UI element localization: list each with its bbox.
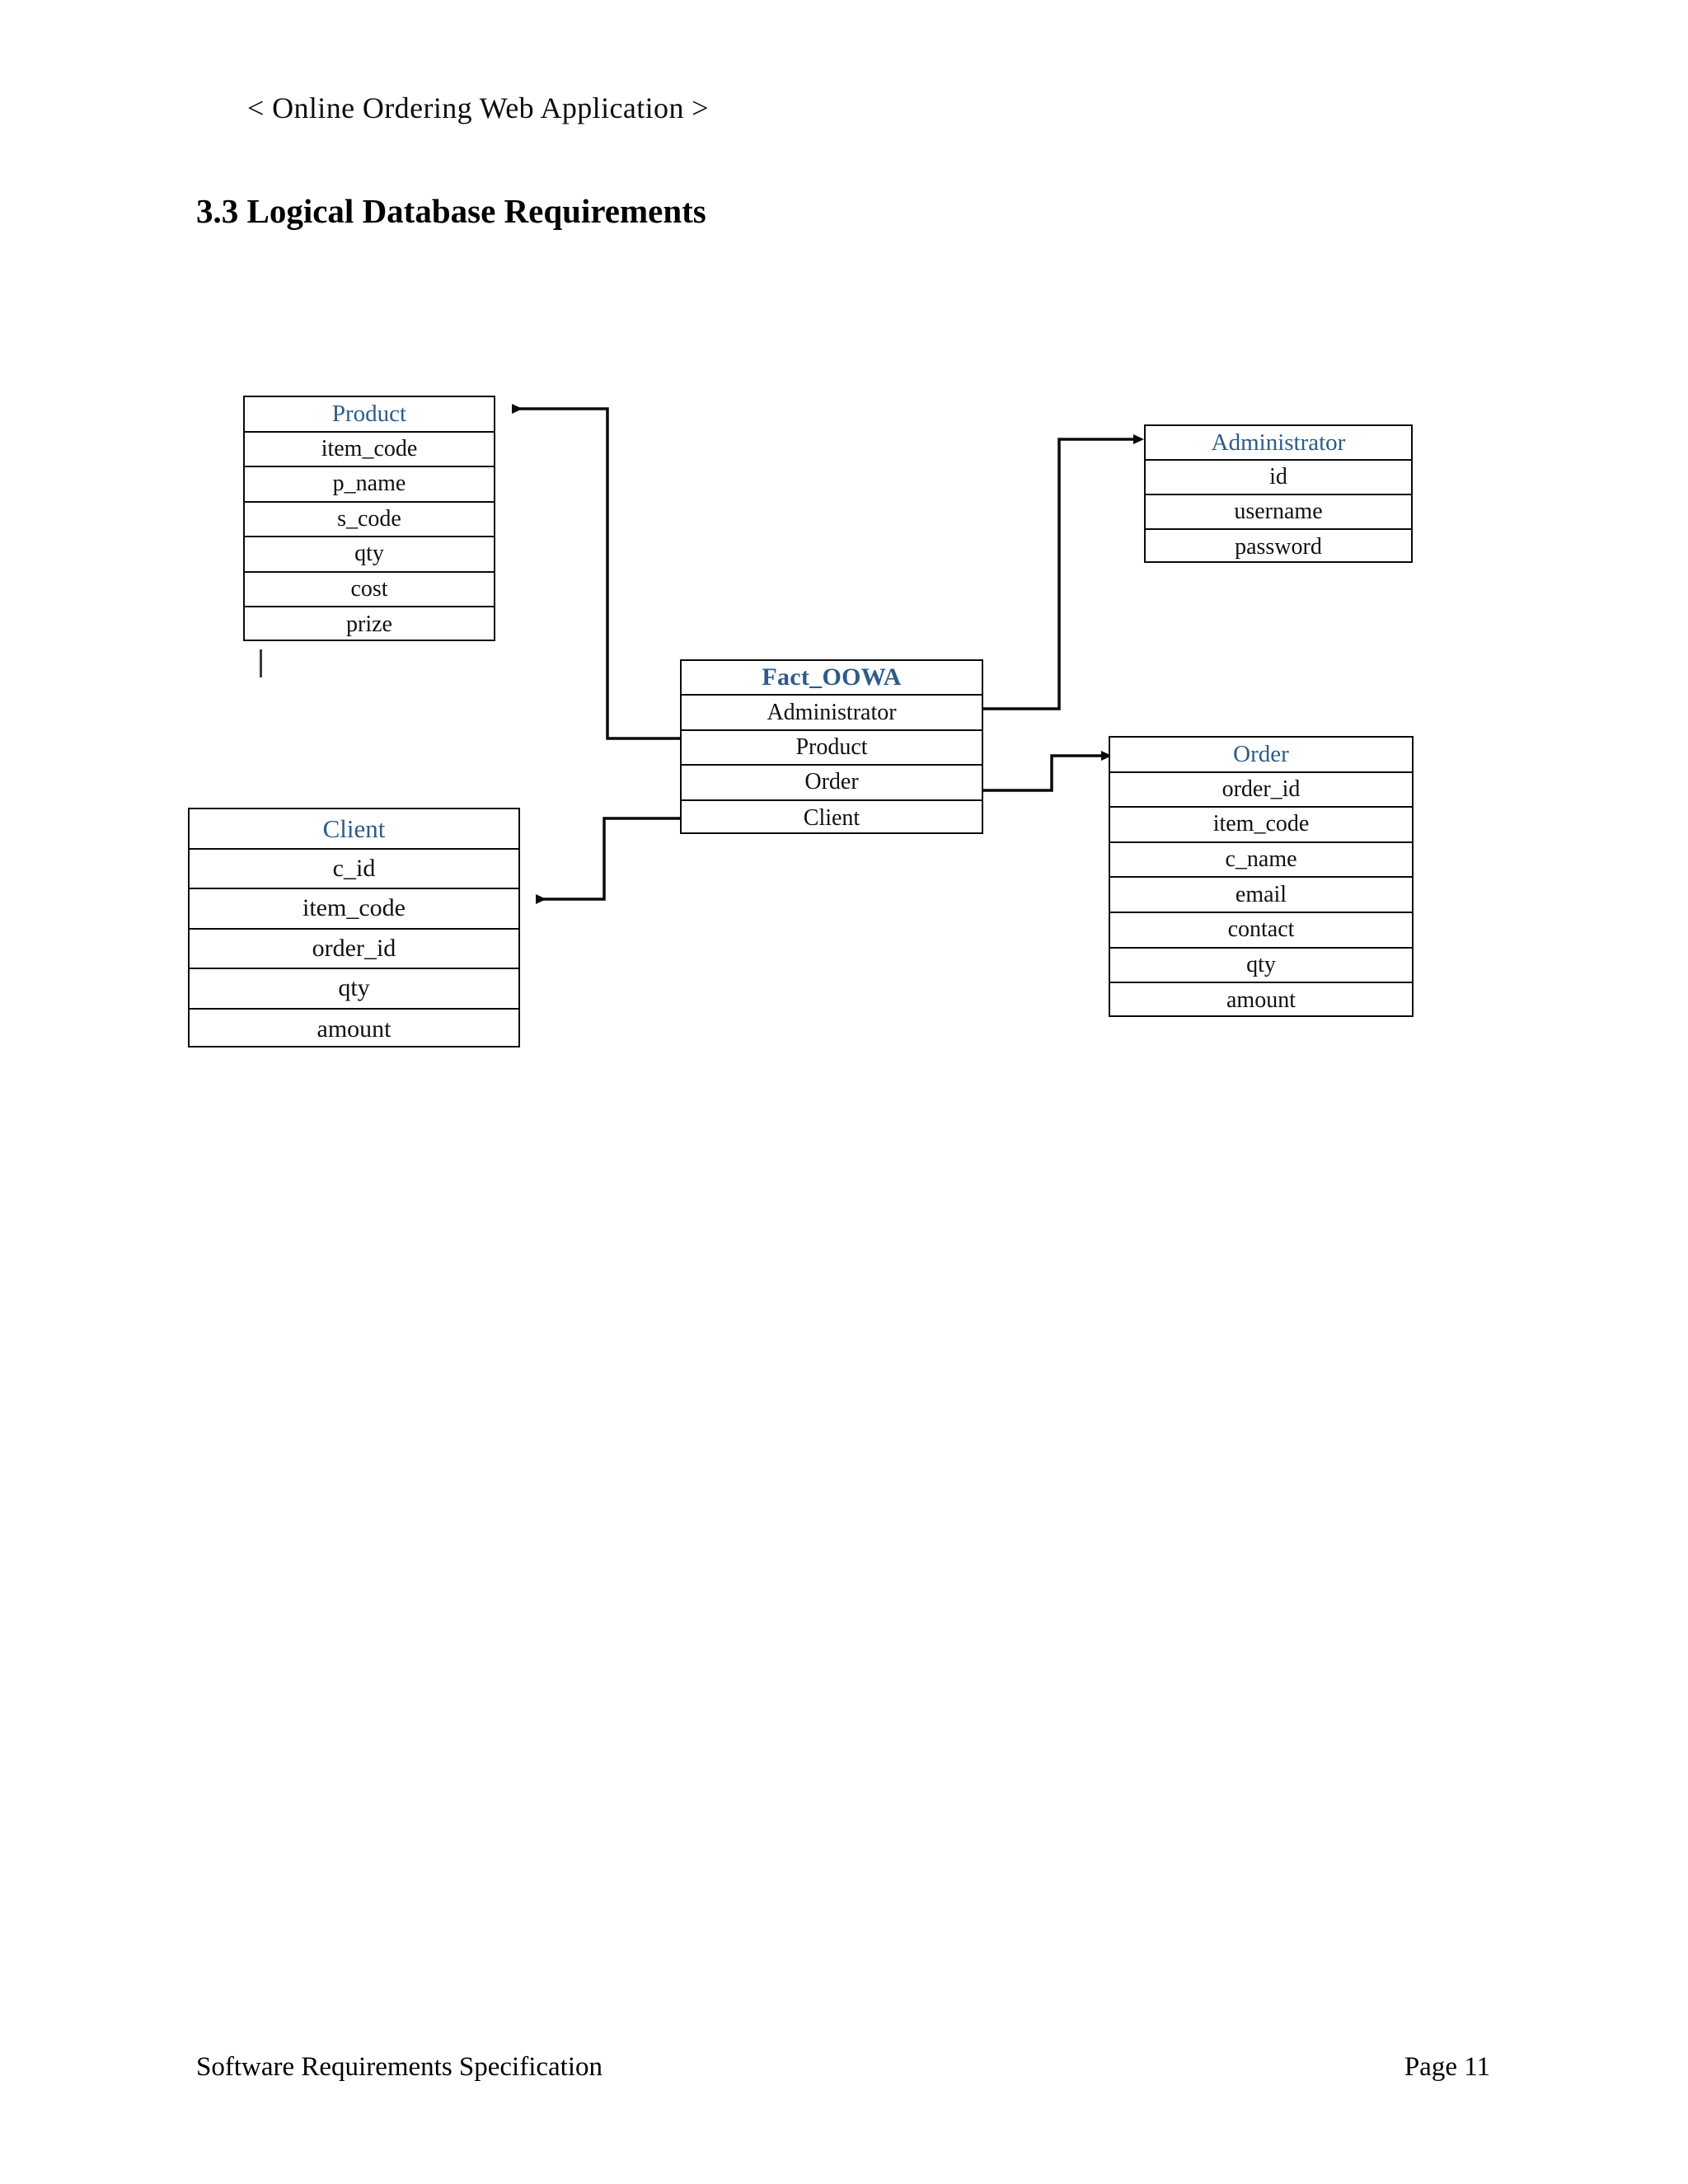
- entity-fact-oowa-field-order: Order: [682, 766, 982, 801]
- entity-product-field-s-code: s_code: [245, 503, 494, 537]
- entity-administrator-title: Administrator: [1146, 426, 1411, 461]
- entity-fact-oowa-field-product: Product: [682, 731, 982, 766]
- entity-client[interactable]: Client c_id item_code order_id qty amoun…: [188, 808, 520, 1047]
- entity-order-field-email: email: [1110, 878, 1412, 913]
- connector-fact-to-administrator: [983, 434, 1144, 710]
- entity-client-title: Client: [190, 809, 518, 850]
- entity-client-field-qty: qty: [190, 969, 518, 1010]
- entity-order-field-contact: contact: [1110, 913, 1412, 949]
- entity-order-title: Order: [1110, 738, 1412, 773]
- footer-page-number: Page 11: [1404, 2052, 1490, 2082]
- entity-order-field-c-name: c_name: [1110, 843, 1412, 879]
- entity-administrator-field-username: username: [1146, 495, 1411, 530]
- entity-client-field-order-id: order_id: [190, 930, 518, 969]
- entity-product-field-qty: qty: [245, 537, 494, 573]
- entity-fact-oowa-field-client: Client: [803, 804, 860, 831]
- entity-product-field-p-name: p_name: [245, 467, 494, 503]
- entity-fact-oowa-title: Fact_OOWA: [682, 661, 982, 696]
- connector-fact-to-product: [512, 404, 680, 740]
- entity-product-field-cost: cost: [245, 573, 494, 607]
- entity-product-field-prize: prize: [346, 612, 392, 638]
- entity-order-field-qty: qty: [1110, 949, 1412, 984]
- entity-client-field-item-code: item_code: [190, 889, 518, 930]
- entity-product-field-item-code: item_code: [245, 433, 494, 467]
- entity-administrator-field-id: id: [1146, 461, 1411, 495]
- entity-administrator-field-password: password: [1235, 534, 1322, 560]
- entity-administrator[interactable]: Administrator id username password: [1144, 424, 1413, 563]
- section-heading: 3.3 Logical Database Requirements: [196, 192, 706, 230]
- entity-order-field-order-id: order_id: [1110, 773, 1412, 808]
- entity-product-title: Product: [245, 397, 494, 433]
- connector-fact-to-order: [983, 751, 1112, 792]
- connector-fact-to-client: [536, 817, 680, 904]
- entity-fact-oowa[interactable]: Fact_OOWA Administrator Product Order Cl…: [680, 659, 983, 834]
- entity-order[interactable]: Order order_id item_code c_name email co…: [1109, 736, 1414, 1017]
- entity-order-field-item-code: item_code: [1110, 808, 1412, 843]
- entity-client-field-amount: amount: [316, 1015, 392, 1043]
- entity-order-field-amount: amount: [1226, 987, 1296, 1014]
- footer-document-title: Software Requirements Specification: [196, 2052, 603, 2082]
- entity-client-field-c-id: c_id: [190, 850, 518, 889]
- entity-fact-oowa-field-administrator: Administrator: [682, 696, 982, 731]
- stray-pen-tick: [260, 649, 262, 677]
- entity-product[interactable]: Product item_code p_name s_code qty cost…: [243, 396, 495, 641]
- page-header-title: < Online Ordering Web Application >: [247, 91, 709, 124]
